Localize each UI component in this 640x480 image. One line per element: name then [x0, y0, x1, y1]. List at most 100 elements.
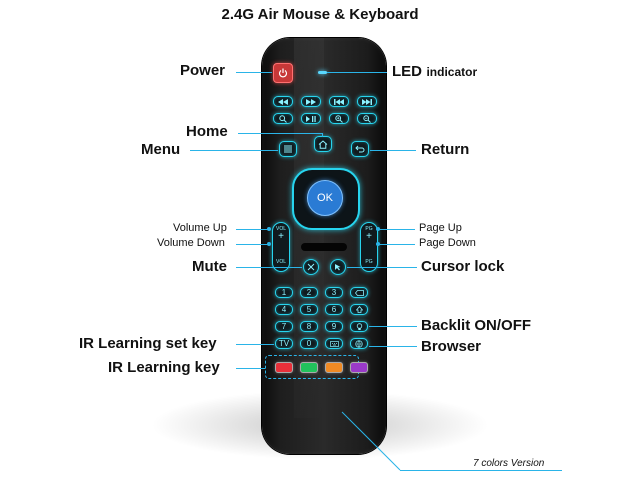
- cursor-lock-label: Cursor lock: [421, 258, 505, 275]
- page-plus-glyph: +: [366, 231, 372, 242]
- home-icon: [318, 139, 328, 149]
- cursor-icon: [335, 264, 341, 271]
- key-9[interactable]: 9: [325, 321, 343, 332]
- globe-icon: [355, 339, 363, 348]
- key-2[interactable]: 2: [300, 287, 318, 298]
- return-button[interactable]: [351, 141, 369, 157]
- mute-leader-line: [236, 267, 302, 268]
- cursor-lock-button[interactable]: [330, 259, 346, 275]
- page-up-text: Page Up: [419, 222, 462, 234]
- volume-up-text: Volume Up: [173, 222, 227, 234]
- zoom-out-button[interactable]: [357, 113, 377, 124]
- cursor-lock-leader-line: [347, 267, 417, 268]
- caps-button[interactable]: [350, 304, 368, 315]
- return-icon: [355, 145, 365, 153]
- lightbulb-icon: [356, 322, 362, 330]
- key-0[interactable]: 0: [300, 338, 318, 349]
- led-label-suffix: indicator: [426, 65, 478, 79]
- key-8[interactable]: 8: [300, 321, 318, 332]
- menu-leader-line: [190, 150, 278, 151]
- page-up-label: PG: [365, 226, 373, 232]
- ir-green-key[interactable]: [300, 362, 318, 373]
- browser-leader-line: [369, 346, 417, 347]
- browser-button[interactable]: [350, 338, 368, 349]
- page-up-leader-dot: [376, 227, 380, 231]
- power-button[interactable]: [273, 63, 293, 83]
- keyboard-toggle-button[interactable]: [325, 338, 343, 349]
- d-pad[interactable]: [292, 168, 360, 230]
- next-icon: [362, 98, 372, 105]
- backlit-leader-line: [369, 326, 417, 327]
- home-leader-line: [238, 133, 323, 134]
- power-label: Power: [180, 62, 226, 79]
- volume-up-leader: [236, 229, 270, 230]
- page-up-leader: [379, 229, 415, 230]
- page-rocker[interactable]: PG + PG: [360, 222, 378, 272]
- delete-button[interactable]: [350, 287, 368, 298]
- volume-down-text: Volume Down: [157, 237, 225, 249]
- microphone-slot: [301, 243, 347, 251]
- backlit-button[interactable]: [350, 321, 368, 332]
- key-7[interactable]: 7: [275, 321, 293, 332]
- mute-label: Mute: [192, 258, 227, 275]
- zoom-out-icon: [363, 114, 371, 123]
- ir-orange-key[interactable]: [325, 362, 343, 373]
- version-caption: 7 colors Version: [473, 458, 545, 469]
- page-down-leader: [379, 244, 415, 245]
- menu-icon: [284, 145, 292, 153]
- key-4[interactable]: 4: [275, 304, 293, 315]
- play-pause-button[interactable]: [301, 113, 321, 124]
- browser-label: Browser: [421, 338, 482, 355]
- mute-button[interactable]: [303, 259, 319, 275]
- zoom-in-icon: [335, 114, 343, 123]
- search-icon: [279, 114, 287, 123]
- menu-button[interactable]: [279, 141, 297, 157]
- ir-purple-key[interactable]: [350, 362, 368, 373]
- volume-plus-glyph: +: [278, 231, 284, 242]
- home-label: Home: [186, 123, 228, 140]
- search-button[interactable]: [273, 113, 293, 124]
- volume-down-leader: [236, 244, 270, 245]
- caps-icon: [355, 306, 363, 313]
- delete-icon: [354, 289, 364, 296]
- next-button[interactable]: [357, 96, 377, 107]
- version-leader-line: [341, 411, 401, 471]
- ir-red-key[interactable]: [275, 362, 293, 373]
- volume-down-leader-dot: [267, 242, 271, 246]
- volume-down-label: VOL: [275, 259, 286, 265]
- zoom-in-button[interactable]: [329, 113, 349, 124]
- fast-forward-icon: [306, 98, 316, 105]
- key-1[interactable]: 1: [275, 287, 293, 298]
- ir-learning-key-label: IR Learning key: [108, 359, 220, 376]
- previous-button[interactable]: [329, 96, 349, 107]
- ok-button[interactable]: OK: [307, 180, 343, 216]
- led-label-main: LED: [392, 63, 422, 80]
- key-6[interactable]: 6: [325, 304, 343, 315]
- key-3[interactable]: 3: [325, 287, 343, 298]
- ir-learning-set-key-label: IR Learning set key: [79, 335, 217, 352]
- return-label: Return: [421, 141, 470, 158]
- previous-icon: [334, 98, 344, 105]
- tv-button[interactable]: TV: [275, 338, 293, 349]
- home-button[interactable]: [314, 136, 332, 152]
- led-indicator: [318, 71, 327, 74]
- return-leader-line: [370, 150, 416, 151]
- play-pause-icon: [306, 115, 316, 122]
- version-underline: [400, 470, 562, 471]
- mute-icon: [307, 263, 315, 271]
- page-down-label: PG: [365, 259, 373, 265]
- rewind-icon: [278, 98, 288, 105]
- ir-key-leader-line: [236, 368, 265, 369]
- power-icon: [278, 68, 288, 78]
- keyboard-icon: [329, 340, 339, 347]
- led-leader-line: [327, 72, 387, 73]
- page-down-text: Page Down: [419, 237, 476, 249]
- fast-forward-button[interactable]: [301, 96, 321, 107]
- key-5[interactable]: 5: [300, 304, 318, 315]
- rewind-button[interactable]: [273, 96, 293, 107]
- home-leader-drop: [322, 133, 323, 137]
- ir-set-leader-line: [236, 344, 274, 345]
- menu-label: Menu: [141, 141, 181, 158]
- volume-rocker[interactable]: VOL + VOL: [272, 222, 290, 272]
- volume-up-leader-dot: [267, 227, 271, 231]
